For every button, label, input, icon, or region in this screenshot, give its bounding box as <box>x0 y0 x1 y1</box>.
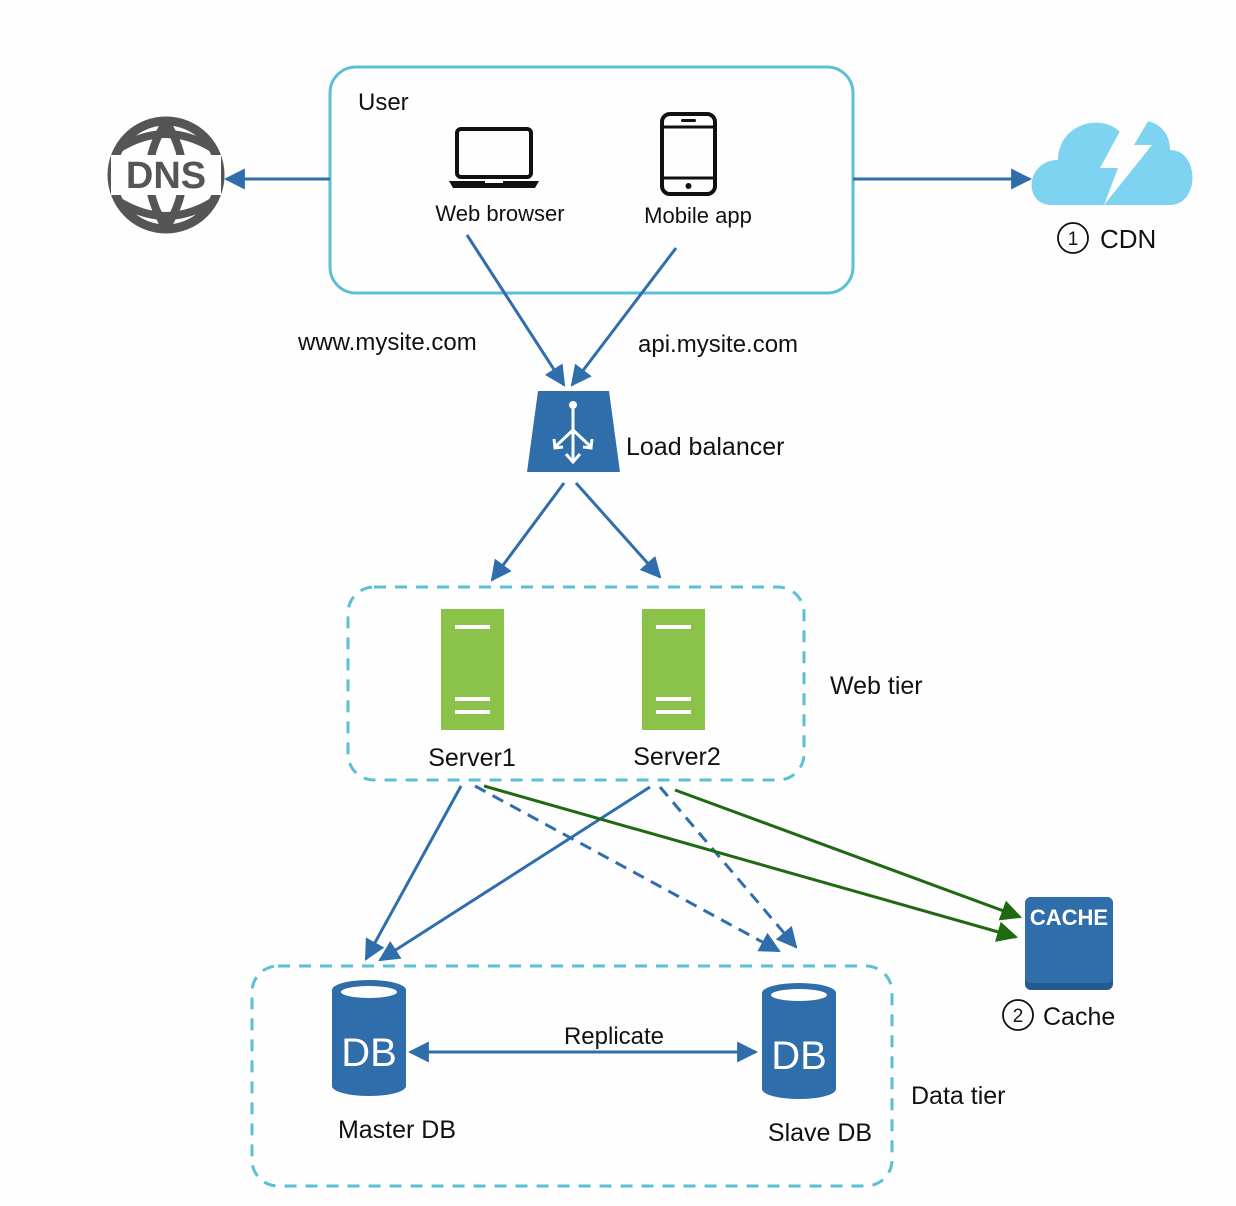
cache-icon: CACHE <box>1025 897 1113 990</box>
slave-db-icon-text: DB <box>771 1034 827 1078</box>
server2-label: Server2 <box>633 743 721 771</box>
laptop-icon <box>449 127 539 188</box>
server2-to-cache-arrow <box>674 788 1022 921</box>
cdn-marker-circle <box>1057 222 1089 254</box>
dns-globe-icon: DNS <box>107 116 225 234</box>
cache-label: Cache <box>1043 1003 1115 1031</box>
lb-to-server2-arrow <box>574 482 662 579</box>
web-tier-label: Web tier <box>830 672 923 700</box>
data-tier-label: Data tier <box>911 1082 1005 1110</box>
data-tier-box <box>250 964 894 1188</box>
phone-icon <box>660 112 717 196</box>
replicate-label: Replicate <box>564 1023 664 1050</box>
cache-marker-circle <box>1002 999 1034 1031</box>
user-title: User <box>358 89 409 116</box>
cdn-marker: 1 <box>1068 229 1079 250</box>
user-box: User Web browser Mobile app <box>328 65 855 295</box>
load-balancer-icon <box>527 391 620 472</box>
master-db-icon: DB <box>332 980 406 1096</box>
mobile-app-label: Mobile app <box>644 203 752 228</box>
cache-marker: 2 <box>1013 1006 1024 1027</box>
cache-badge: CACHE <box>1030 905 1108 930</box>
app-to-lb-arrow <box>570 247 678 387</box>
browser-to-lb-arrow <box>465 234 566 387</box>
server1-to-cache-arrow <box>483 784 1019 942</box>
web-domain-label: www.mysite.com <box>297 329 477 356</box>
cdn-label: CDN <box>1100 224 1156 254</box>
slave-db-icon: DB <box>762 983 836 1099</box>
api-domain-label: api.mysite.com <box>638 331 798 358</box>
load-balancer-label: Load balancer <box>626 433 784 461</box>
server1-icon <box>441 609 504 730</box>
lb-to-server1-arrow <box>490 482 566 582</box>
server1-label: Server1 <box>428 744 516 772</box>
master-db-icon-text: DB <box>341 1031 397 1075</box>
server2-to-slave-arrow <box>658 786 798 949</box>
cdn-cloud-icon <box>1031 118 1193 205</box>
dns-label: DNS <box>126 155 206 197</box>
server1-to-master-arrow <box>364 785 463 961</box>
server2-icon <box>642 609 705 730</box>
server2-to-master-arrow <box>378 785 651 962</box>
slave-db-label: Slave DB <box>768 1119 872 1147</box>
master-db-label: Master DB <box>338 1116 456 1144</box>
server1-to-slave-arrow <box>474 784 781 953</box>
web-tier-box <box>346 585 806 782</box>
web-browser-label: Web browser <box>435 201 564 226</box>
